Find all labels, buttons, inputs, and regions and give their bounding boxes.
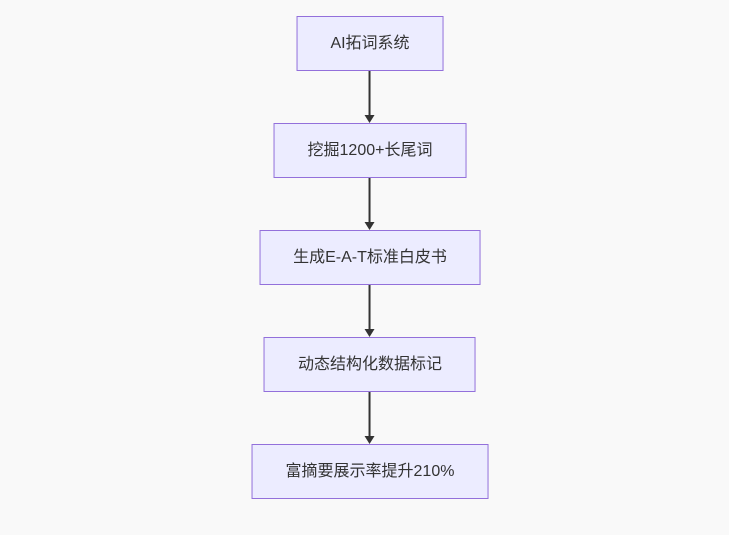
edge-arrow — [365, 178, 375, 230]
flowchart-node-n5: 富摘要展示率提升210% — [251, 444, 489, 499]
edge-arrow — [365, 285, 375, 337]
edge-line — [369, 71, 371, 115]
flowchart: AI拓词系统挖掘1200+长尾词生成E-A-T标准白皮书动态结构化数据标记富摘要… — [251, 16, 489, 499]
arrowhead-down-icon — [365, 115, 375, 123]
edge-arrow — [365, 71, 375, 123]
edge-line — [369, 392, 371, 436]
node-label: 动态结构化数据标记 — [297, 355, 442, 373]
flowchart-node-n3: 生成E-A-T标准白皮书 — [259, 230, 481, 285]
edge-arrow — [365, 392, 375, 444]
flowchart-node-n4: 动态结构化数据标记 — [263, 337, 476, 392]
node-label: 富摘要展示率提升210% — [285, 462, 455, 480]
arrowhead-down-icon — [365, 222, 375, 230]
node-label: 挖掘1200+长尾词 — [307, 141, 433, 159]
node-label: AI拓词系统 — [330, 34, 410, 52]
flowchart-node-n1: AI拓词系统 — [296, 16, 444, 71]
edge-line — [369, 178, 371, 222]
arrowhead-down-icon — [365, 436, 375, 444]
node-label: 生成E-A-T标准白皮书 — [293, 248, 447, 266]
flowchart-node-n2: 挖掘1200+长尾词 — [273, 123, 467, 178]
arrowhead-down-icon — [365, 329, 375, 337]
edge-line — [369, 285, 371, 329]
